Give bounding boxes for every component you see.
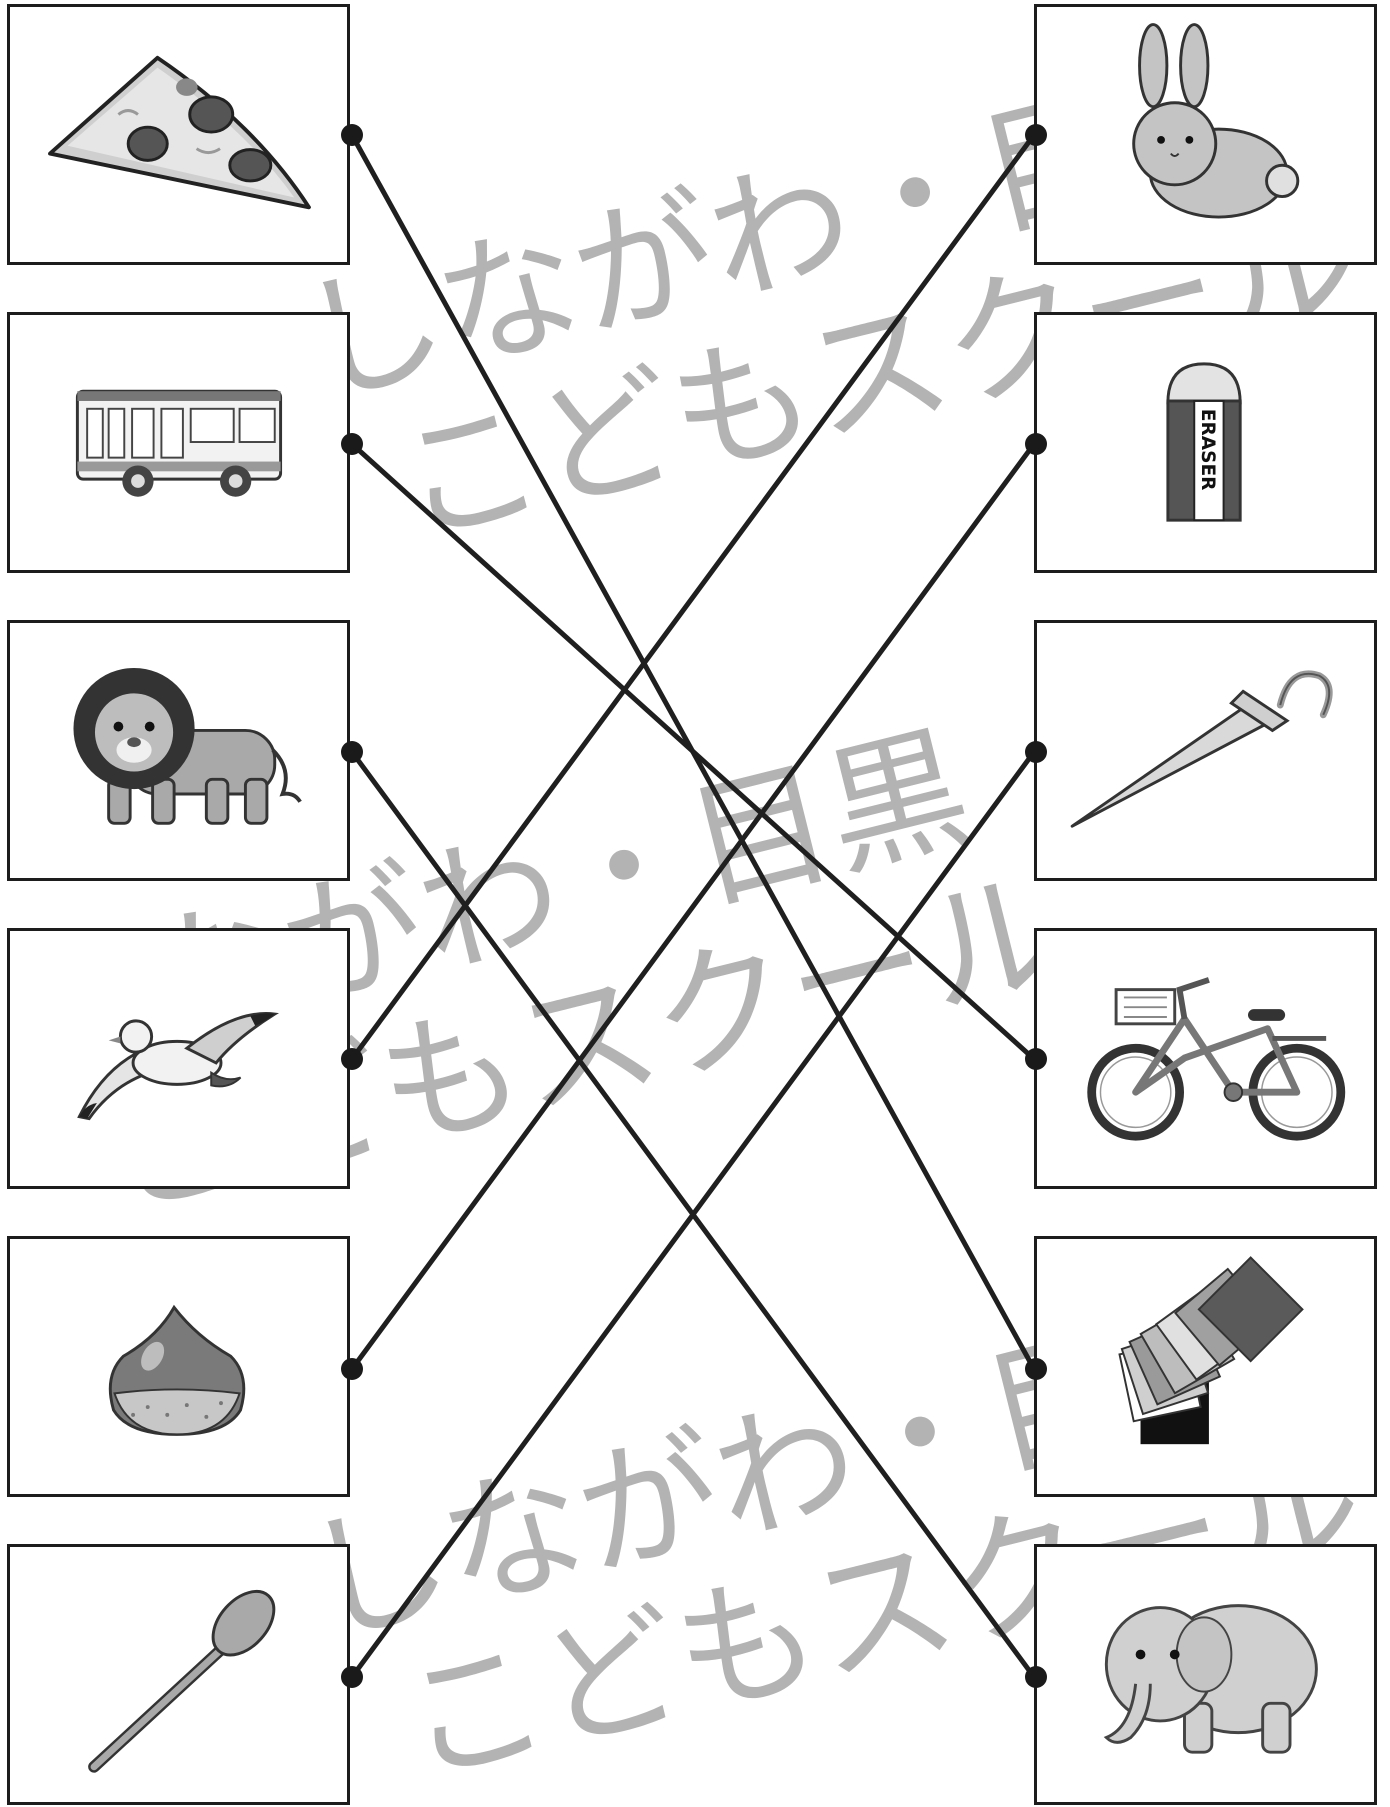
card-eraser[interactable]: ERASER [1034, 312, 1377, 573]
lion-icon [10, 623, 347, 878]
card-seagull[interactable] [7, 928, 350, 1189]
card-elephant[interactable] [1034, 1544, 1377, 1805]
eraser-label: ERASER [1197, 409, 1218, 491]
elephant-icon [1037, 1547, 1374, 1802]
card-pizza[interactable] [7, 4, 350, 265]
card-rabbit[interactable] [1034, 4, 1377, 265]
origami-paper-icon [1037, 1239, 1374, 1494]
bicycle-icon [1037, 931, 1374, 1186]
bus-icon [10, 315, 347, 570]
card-chestnut[interactable] [7, 1236, 350, 1497]
card-bus[interactable] [7, 312, 350, 573]
card-lion[interactable] [7, 620, 350, 881]
eraser-icon: ERASER [1037, 315, 1374, 570]
chestnut-icon [10, 1239, 347, 1494]
card-bicycle[interactable] [1034, 928, 1377, 1189]
umbrella-icon [1037, 623, 1374, 878]
spoon-icon [10, 1547, 347, 1802]
rabbit-icon [1037, 7, 1374, 262]
card-origami-paper[interactable] [1034, 1236, 1377, 1497]
card-umbrella[interactable] [1034, 620, 1377, 881]
seagull-icon [10, 931, 347, 1186]
card-spoon[interactable] [7, 1544, 350, 1805]
pizza-icon [10, 7, 347, 262]
